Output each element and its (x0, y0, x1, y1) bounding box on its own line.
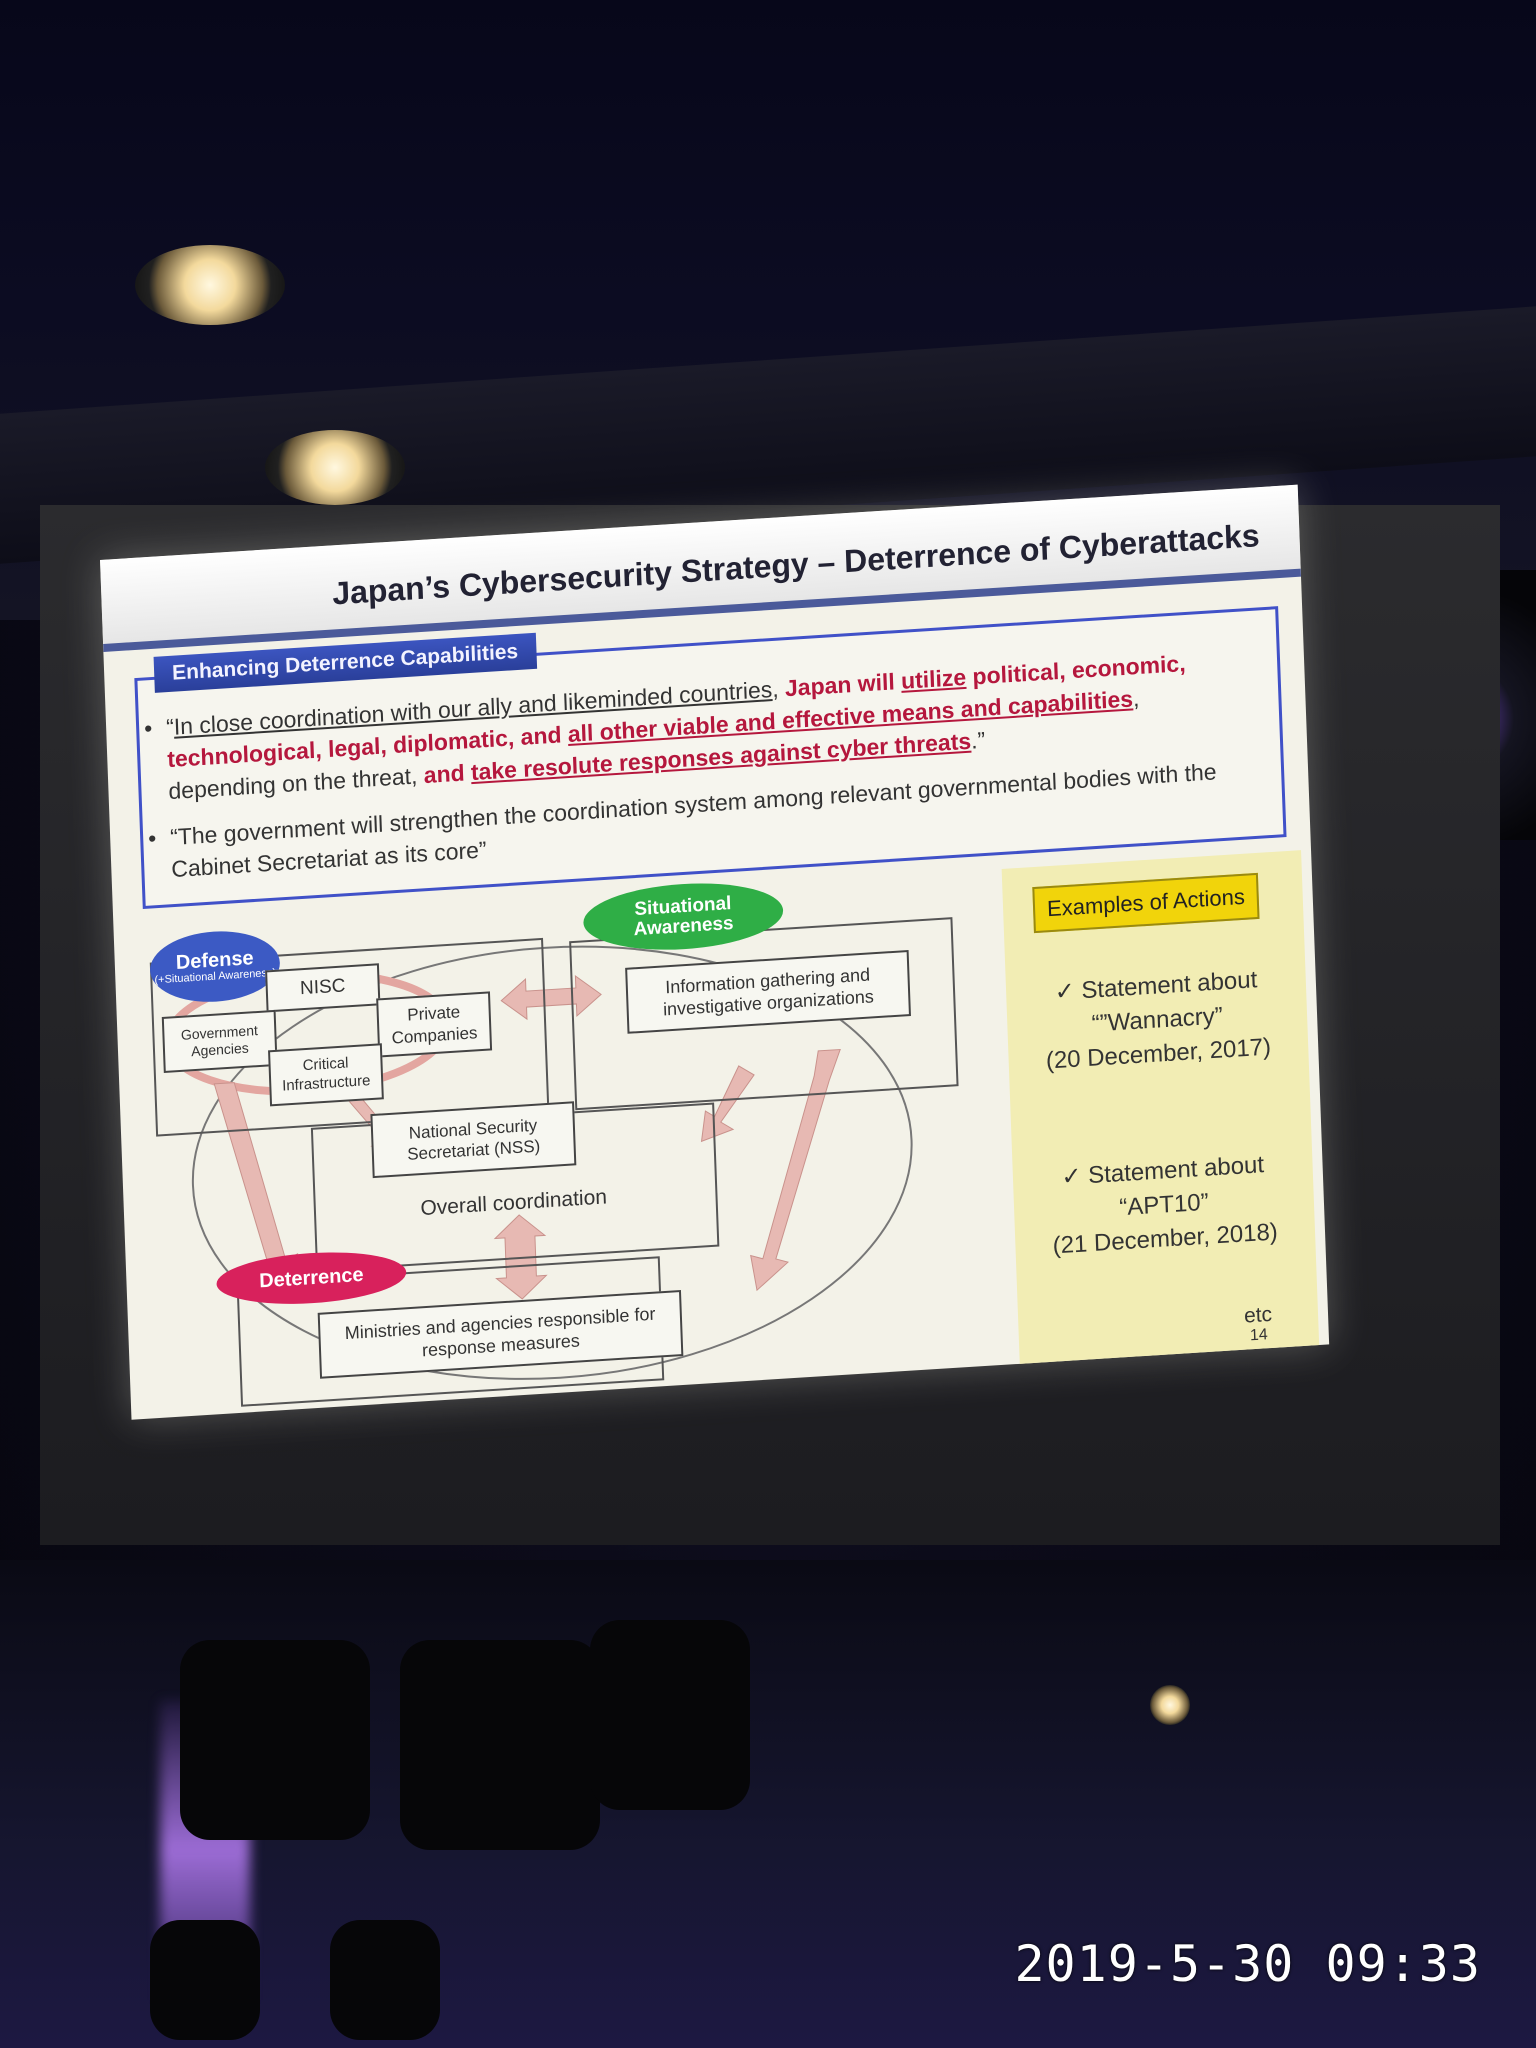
presentation-slide: Japan’s Cybersecurity Strategy – Deterre… (100, 484, 1330, 1420)
arrow-info-deterrence (750, 1048, 841, 1292)
arrow-info-nss (700, 1065, 755, 1143)
photo-timestamp: 2019-5-30 09:33 (1014, 1935, 1481, 1993)
diagram-cycle-ring (191, 945, 913, 1380)
example-wannacry: ✓ Statement about “”Wannacry” (20 Decemb… (1045, 966, 1272, 1075)
examples-title: Examples of Actions (1032, 872, 1260, 934)
ceiling-light-1 (135, 245, 285, 325)
government-agencies-box: Government Agencies (161, 1009, 278, 1074)
nss-box: National Security Secretariat (NSS) (370, 1101, 577, 1179)
critical-infrastructure-box: Critical Infrastructure (268, 1043, 384, 1107)
private-companies-box: Private Companies (376, 991, 493, 1058)
stage-light-fixture-2 (400, 1640, 600, 1850)
stage-light-fixture-5 (330, 1920, 440, 2040)
arrow-defense-awareness (500, 974, 602, 1021)
examples-panel: Examples of Actions ✓ Statement about “”… (1001, 850, 1320, 1369)
example-apt10: ✓ Statement about “APT10” (21 December, … (1052, 1151, 1279, 1260)
nisc-box: NISC (265, 963, 381, 1013)
stage-light-fixture-3 (590, 1620, 750, 1810)
stage-light-fixture-1 (180, 1640, 370, 1840)
small-stage-light (1150, 1685, 1190, 1725)
stage-light-fixture-4 (150, 1920, 260, 2040)
ceiling-light-2 (265, 430, 405, 505)
